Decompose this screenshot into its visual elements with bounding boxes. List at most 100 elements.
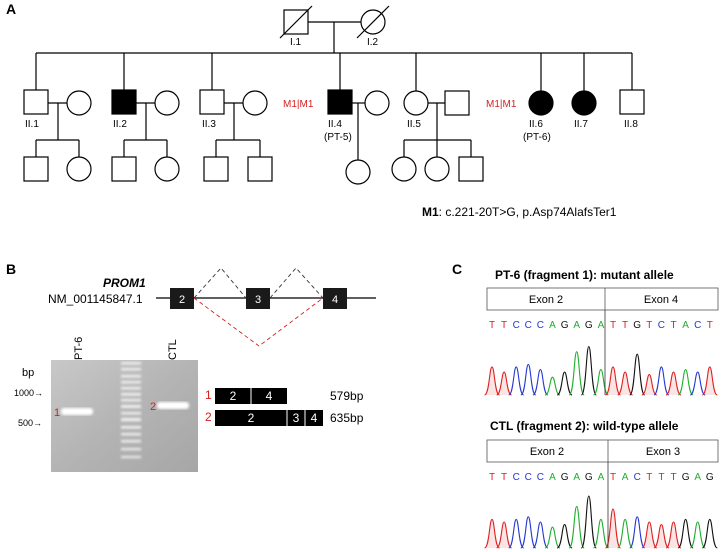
base-call: T	[670, 472, 676, 483]
trace-peak	[629, 353, 646, 396]
pedigree-label-ii3: II.3	[202, 119, 216, 130]
fragment-2-bar	[215, 410, 323, 426]
base-call: A	[549, 320, 556, 331]
base-call: G	[585, 320, 593, 331]
exon-4	[323, 288, 347, 309]
trace-peak	[484, 366, 500, 396]
base-call: C	[537, 472, 544, 483]
exon-2-label: 2	[179, 294, 185, 306]
pedigree-label-ii2: II.2	[113, 119, 127, 130]
splice-wildtype-2	[269, 267, 324, 299]
trace-peak	[592, 518, 609, 549]
pedigree-note-ii4: (PT-5)	[324, 132, 352, 143]
pedigree-ii1-symbol	[23, 89, 49, 115]
base-call: T	[501, 320, 507, 331]
trace-peak	[701, 518, 718, 549]
base-call: A	[598, 472, 605, 483]
pedigree-label-ii8: II.8	[624, 119, 638, 130]
chromatogram-wildtype-left-exon: Exon 2	[530, 446, 564, 458]
trace-peak	[508, 366, 525, 396]
trace-peak	[617, 371, 633, 396]
pedigree-label-i2: I.2	[367, 37, 379, 48]
pedigree-ii7-symbol	[571, 90, 597, 116]
pedigree-child-symbol	[203, 156, 229, 182]
base-call: T	[646, 320, 652, 331]
fragment-2-exon-b: 3	[293, 411, 300, 425]
base-call: T	[622, 320, 628, 331]
trace-peak	[508, 518, 525, 549]
base-call: G	[633, 320, 641, 331]
base-call: G	[706, 472, 714, 483]
pedigree-labels: I.1 I.2 II.1 II.2 II.3 II.4 (PT-5) M1|M1…	[25, 37, 638, 143]
exon-3-label: 3	[255, 294, 261, 306]
trace-peak	[677, 368, 694, 396]
exon-3	[246, 288, 270, 309]
base-call: G	[585, 472, 593, 483]
chromatogram-wildtype-right-exon: Exon 3	[646, 446, 680, 458]
chromatogram-wildtype-title: CTL (fragment 2): wild-type allele	[490, 419, 679, 433]
trace-peak	[593, 368, 609, 396]
trace-peak	[580, 345, 597, 396]
trace-peak	[689, 371, 706, 396]
pedigree	[23, 5, 645, 185]
pedigree-spouse-ii5	[444, 90, 470, 116]
gel-band-label-1: 1	[54, 407, 60, 419]
trace-peak	[532, 368, 549, 396]
pedigree-label-ii4: II.4	[328, 119, 342, 130]
trace-peak	[665, 371, 682, 396]
trace-peak	[641, 374, 658, 396]
chromatogram-wildtype-traces	[483, 495, 718, 549]
base-call: C	[658, 320, 665, 331]
gel-image	[51, 360, 198, 472]
trace-peak	[568, 351, 585, 396]
base-call: C	[513, 472, 520, 483]
fragment-1-exon-b: 4	[266, 389, 273, 403]
fragment-2: 2 2 3 4 635bp	[205, 410, 364, 426]
pedigree-ii5-symbol	[403, 90, 429, 116]
fragment-1-size: 579bp	[330, 389, 364, 403]
pedigree-spouse-ii3	[242, 90, 268, 116]
base-call: G	[561, 320, 569, 331]
gel-marker-500: 500→	[18, 418, 42, 428]
splice-mutant	[193, 297, 324, 347]
pedigree-ii4-symbol	[327, 89, 353, 115]
exon-4-label: 4	[332, 294, 338, 306]
pedigree-child-symbol	[424, 156, 450, 182]
base-call: T	[610, 320, 616, 331]
pedigree-child-symbol	[23, 156, 49, 182]
base-call: A	[694, 472, 701, 483]
base-call: C	[634, 472, 641, 483]
base-call: T	[610, 472, 616, 483]
trace-peak	[520, 516, 537, 549]
pedigree-child-symbol	[111, 156, 137, 182]
chromatogram-mutant-title: PT-6 (fragment 1): mutant allele	[495, 268, 674, 282]
base-call: G	[561, 472, 569, 483]
trace-peak	[665, 521, 682, 549]
pedigree-child-symbol	[247, 156, 273, 182]
gel-band-pt6	[61, 408, 93, 415]
trace-peak	[496, 521, 512, 549]
pedigree-child-symbol	[345, 159, 371, 185]
pedigree-ii2-symbol	[111, 89, 137, 115]
base-call: T	[646, 472, 652, 483]
chromatogram-mutant: PT-6 (fragment 1): mutant allele Exon 2 …	[484, 268, 719, 396]
base-call: G	[682, 472, 690, 483]
trace-peak	[544, 376, 561, 396]
pedigree-spouse-ii4	[364, 90, 390, 116]
fragment-2-exon-c: 4	[311, 411, 318, 425]
pedigree-ii8-symbol	[619, 89, 645, 115]
trace-peak	[605, 366, 621, 396]
fragment-2-exon-a: 2	[248, 411, 255, 425]
pedigree-child-symbol	[154, 156, 180, 182]
pedigree-label-ii1: II.1	[25, 119, 39, 130]
pedigree-spouse-ii2	[154, 90, 180, 116]
fragment-2-id: 2	[205, 410, 212, 424]
base-call: C	[694, 320, 701, 331]
pedigree-child-symbol	[391, 156, 417, 182]
base-call: A	[573, 472, 580, 483]
chromatogram-wildtype: CTL (fragment 2): wild-type allele Exon …	[483, 419, 719, 549]
base-call: A	[682, 320, 689, 331]
